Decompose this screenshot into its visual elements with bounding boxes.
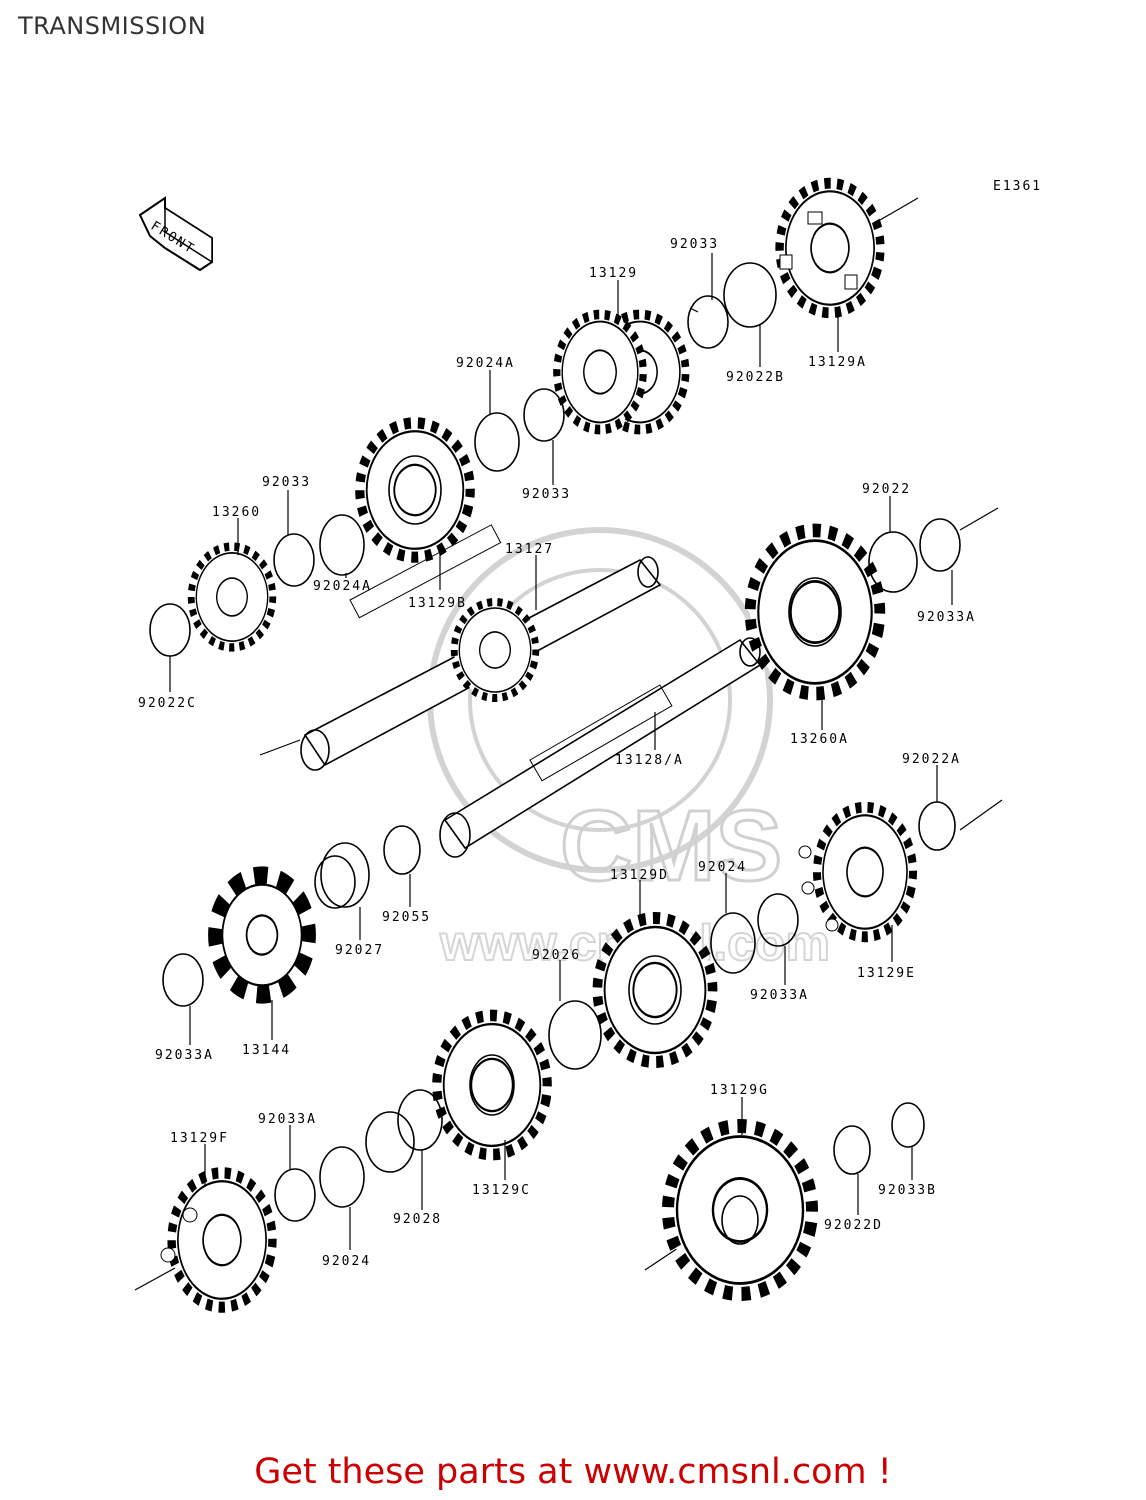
gear-13129G[interactable]	[657, 1113, 824, 1308]
label-92033B: 92033B	[878, 1183, 937, 1198]
label-13260: 13260	[212, 505, 261, 520]
label-92033-mid: 92033	[522, 487, 571, 502]
figure-code: E1361	[993, 179, 1042, 194]
label-92033-left: 92033	[262, 475, 311, 490]
gear-13260[interactable]	[182, 535, 282, 658]
label-13128A: 13128/A	[615, 753, 684, 768]
leader-lines	[169, 253, 953, 1250]
label-13260A: 13260A	[790, 732, 849, 747]
washer-92022D[interactable]	[833, 1125, 871, 1175]
gear-13129[interactable]	[546, 299, 698, 444]
label-92022B: 92022B	[726, 370, 785, 385]
label-92022A: 92022A	[902, 752, 961, 767]
label-92022: 92022	[862, 482, 911, 497]
watermark-brand: CMS	[560, 790, 782, 902]
bearing-92027[interactable]	[314, 842, 370, 909]
bushing-92024A-left[interactable]	[319, 514, 365, 576]
washer-92022B[interactable]	[723, 262, 777, 328]
label-92033A-sprocket: 92033A	[155, 1048, 214, 1063]
label-92033A-center: 92033A	[750, 988, 809, 1003]
gear-13260A[interactable]	[740, 517, 890, 706]
label-13129G: 13129G	[710, 1083, 769, 1098]
circlip-92033-left[interactable]	[273, 533, 315, 587]
circlip-92033A-center[interactable]	[757, 893, 799, 947]
shaft-13127[interactable]	[300, 524, 662, 771]
label-92027: 92027	[335, 943, 384, 958]
label-92026: 92026	[532, 948, 581, 963]
footer-link[interactable]: Get these parts at www.cmsnl.com !	[254, 1452, 892, 1492]
label-92022C: 92022C	[138, 696, 197, 711]
washer-92022C[interactable]	[149, 603, 191, 657]
washer-92022A[interactable]	[918, 801, 956, 851]
gear-13129B[interactable]	[347, 408, 482, 573]
bushing-92024-bottom[interactable]	[319, 1146, 365, 1208]
front-arrow-icon: FRONT	[138, 196, 213, 272]
circlip-92033-top[interactable]	[687, 295, 729, 349]
label-13129B: 13129B	[408, 596, 467, 611]
label-13129A: 13129A	[808, 355, 867, 370]
label-92055: 92055	[382, 910, 431, 925]
circlip-92033A-right[interactable]	[919, 518, 961, 572]
label-13127: 13127	[505, 542, 554, 557]
label-13129F: 13129F	[170, 1131, 229, 1146]
bushing-92024A-top[interactable]	[474, 412, 520, 472]
label-92033-top: 92033	[670, 237, 719, 252]
shaft-13128A[interactable]	[439, 637, 762, 858]
washer-92022[interactable]	[868, 531, 918, 593]
label-92024: 92024	[698, 860, 747, 875]
label-13129C: 13129C	[472, 1183, 531, 1198]
gear-13129C[interactable]	[428, 1004, 556, 1165]
label-92028: 92028	[393, 1212, 442, 1227]
label-92033A-bottom: 92033A	[258, 1112, 317, 1127]
oring-92055[interactable]	[383, 825, 421, 875]
page-title: TRANSMISSION	[18, 12, 207, 40]
gear-13129D[interactable]	[588, 907, 721, 1074]
circlip-92033-mid[interactable]	[523, 388, 565, 442]
label-13129D: 13129D	[610, 868, 669, 883]
washer-92026[interactable]	[548, 1000, 602, 1070]
label-92024A-top: 92024A	[456, 356, 515, 371]
label-13129: 13129	[589, 266, 638, 281]
label-92024-bottom: 92024	[322, 1254, 371, 1269]
gear-13129A[interactable]	[765, 165, 894, 331]
transmission-diagram: CMS www.cmsnl.com FRONT E1361	[134, 0, 1042, 1440]
part-labels: 13129A 92022B 92033 13129 92024A 92033 9…	[138, 237, 976, 1269]
circlip-92033A-bottom[interactable]	[274, 1168, 316, 1222]
bushing-92028[interactable]	[365, 1089, 443, 1173]
circlip-92033B[interactable]	[891, 1102, 925, 1148]
label-13129E: 13129E	[857, 966, 916, 981]
label-92033A-right: 92033A	[917, 610, 976, 625]
gear-13129E[interactable]	[798, 793, 924, 952]
bushing-92024[interactable]	[710, 912, 756, 974]
sprocket-13144[interactable]	[203, 860, 321, 1011]
label-92022D: 92022D	[824, 1218, 883, 1233]
gear-13129F[interactable]	[160, 1158, 283, 1323]
label-13144: 13144	[242, 1043, 291, 1058]
label-92024A-left: 92024A	[313, 579, 372, 594]
circlip-92033A-sprocket[interactable]	[162, 953, 204, 1007]
